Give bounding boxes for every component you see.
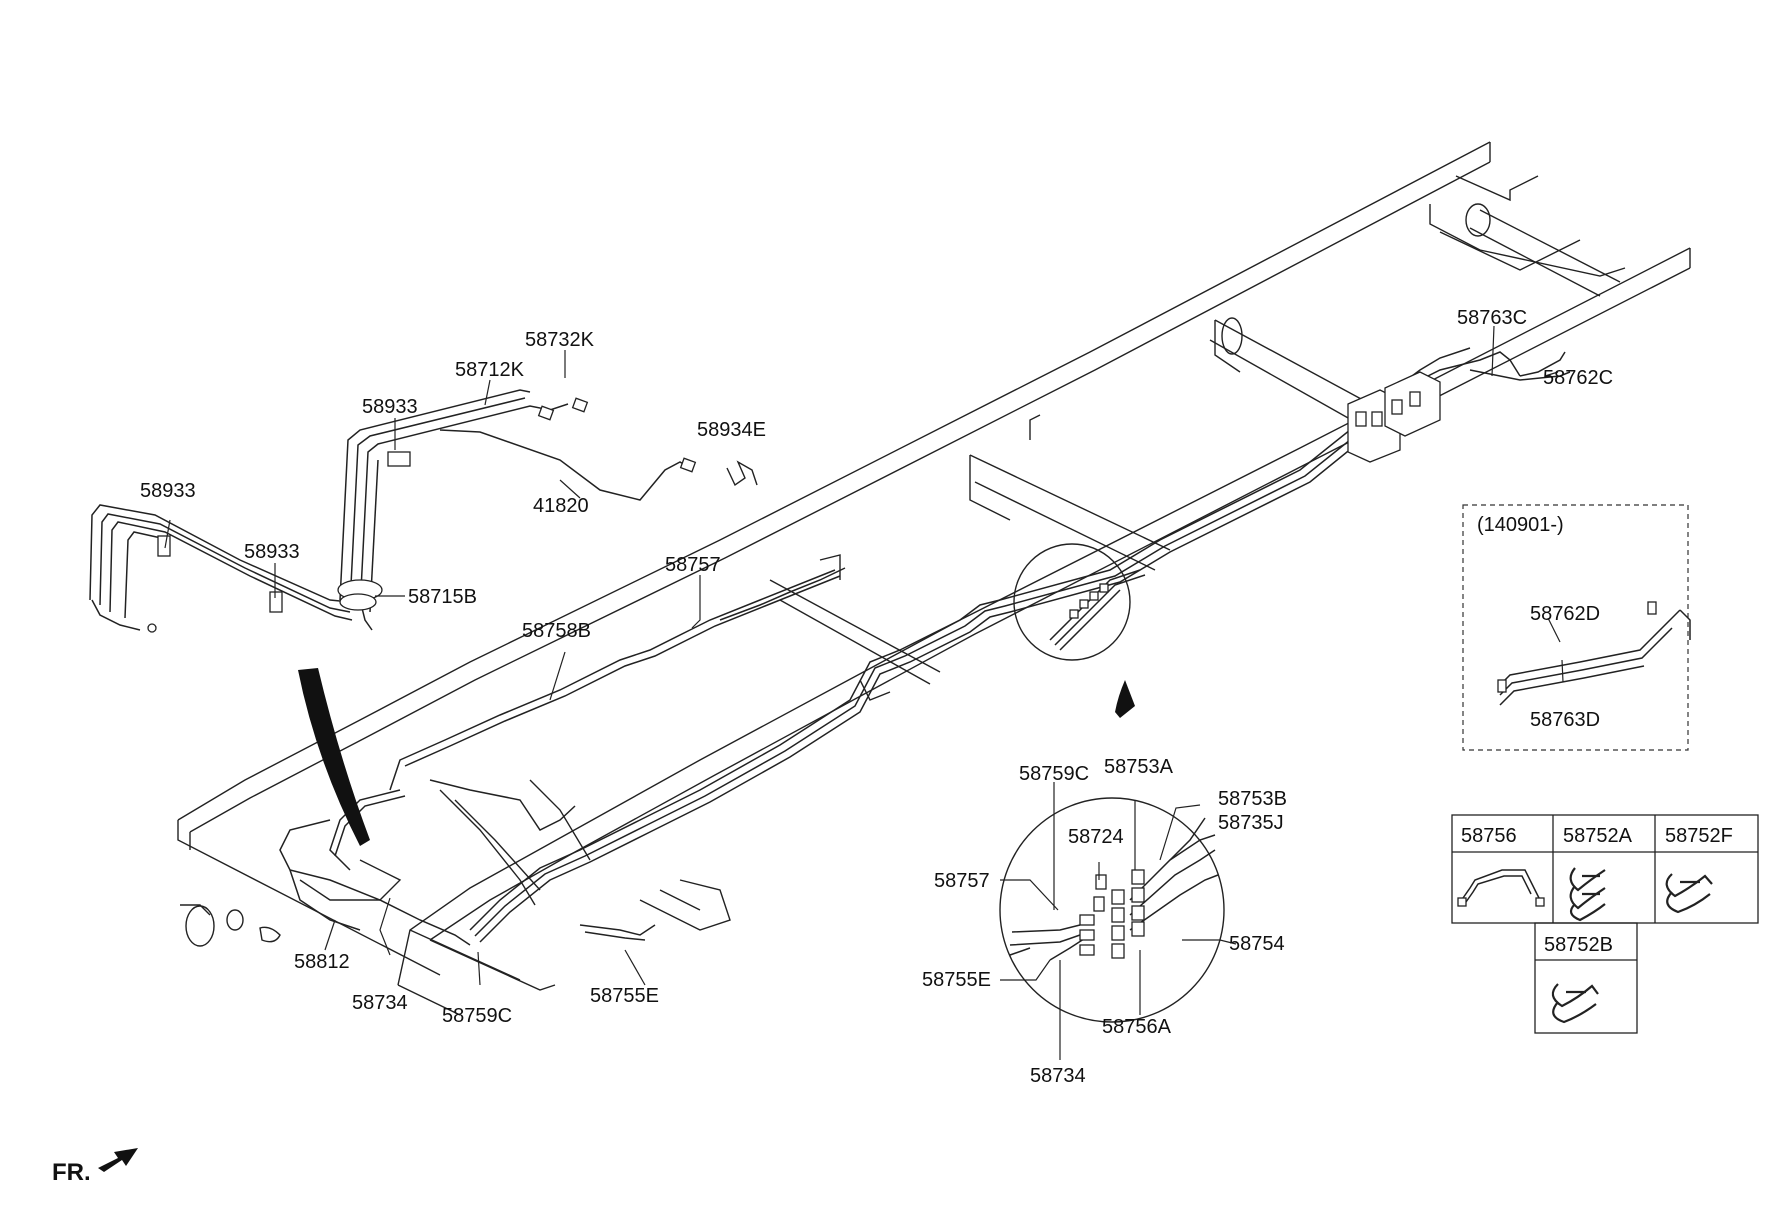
brake-pipe-runs [279, 347, 1571, 946]
parts-table-label-3: 58752F [1665, 825, 1733, 847]
detail-circle-main [1013, 543, 1146, 661]
callout-58732K: 58732K [525, 329, 595, 351]
pointer-arrow-left [298, 668, 370, 846]
callout-58933-top: 58933 [362, 396, 418, 418]
callout-58812: 58812 [294, 951, 350, 973]
callout-58933-left: 58933 [140, 480, 196, 502]
triple-clip-icon [1569, 867, 1606, 922]
callout-58715B: 58715B [408, 586, 477, 608]
double-clip-icon-b [1551, 983, 1599, 1024]
bent-pipe-icon [1457, 869, 1545, 907]
callout-58755E-main: 58755E [590, 985, 659, 1007]
callout-58933-mid: 58933 [244, 541, 300, 563]
callout-58759C-detail: 58759C [1019, 763, 1089, 785]
callout-58755E-detail: 58755E [922, 969, 991, 991]
callout-58757-main: 58757 [665, 554, 721, 576]
inset-date: (140901-) [1477, 514, 1564, 536]
inset-revision-box [1462, 504, 1691, 751]
callout-58735J: 58735J [1218, 812, 1284, 834]
pointer-arrow-right [1115, 680, 1135, 718]
callout-58934E: 58934E [697, 419, 766, 441]
callout-58753A: 58753A [1104, 756, 1174, 778]
callout-58757-detail: 58757 [934, 870, 990, 892]
detail-enlarged-view [999, 782, 1237, 1060]
front-direction-arrow [98, 1148, 138, 1172]
callout-58734-main: 58734 [352, 992, 408, 1014]
parts-table-label-1: 58756 [1461, 825, 1517, 847]
callout-58754: 58754 [1229, 933, 1285, 955]
callout-58762D: 58762D [1530, 603, 1600, 625]
callout-58734-detail: 58734 [1030, 1065, 1086, 1087]
callout-58756A: 58756A [1102, 1016, 1172, 1038]
callout-58724: 58724 [1068, 826, 1124, 848]
parts-table-label-4: 58752B [1544, 934, 1613, 956]
parts-table-label-2: 58752A [1563, 825, 1633, 847]
callout-58759C-main: 58759C [442, 1005, 512, 1027]
chassis-frame [177, 141, 1691, 1016]
callout-58712K: 58712K [455, 359, 525, 381]
callout-58763D: 58763D [1530, 709, 1600, 731]
callout-58758B: 58758B [522, 620, 591, 642]
parts-table [1451, 814, 1759, 1034]
callout-41820: 41820 [533, 495, 589, 517]
leader-lines [164, 325, 1564, 986]
abs-modulator [1347, 371, 1441, 463]
callout-58762C: 58762C [1543, 367, 1613, 389]
callout-labels: 58732K 58712K 58933 58933 58933 58934E 4… [52, 307, 1733, 1186]
callout-58763C: 58763C [1457, 307, 1527, 329]
front-marker-label: FR. [52, 1159, 91, 1186]
front-pipe-assembly [89, 389, 758, 633]
callout-58753B: 58753B [1218, 788, 1287, 810]
double-clip-icon [1665, 873, 1713, 914]
